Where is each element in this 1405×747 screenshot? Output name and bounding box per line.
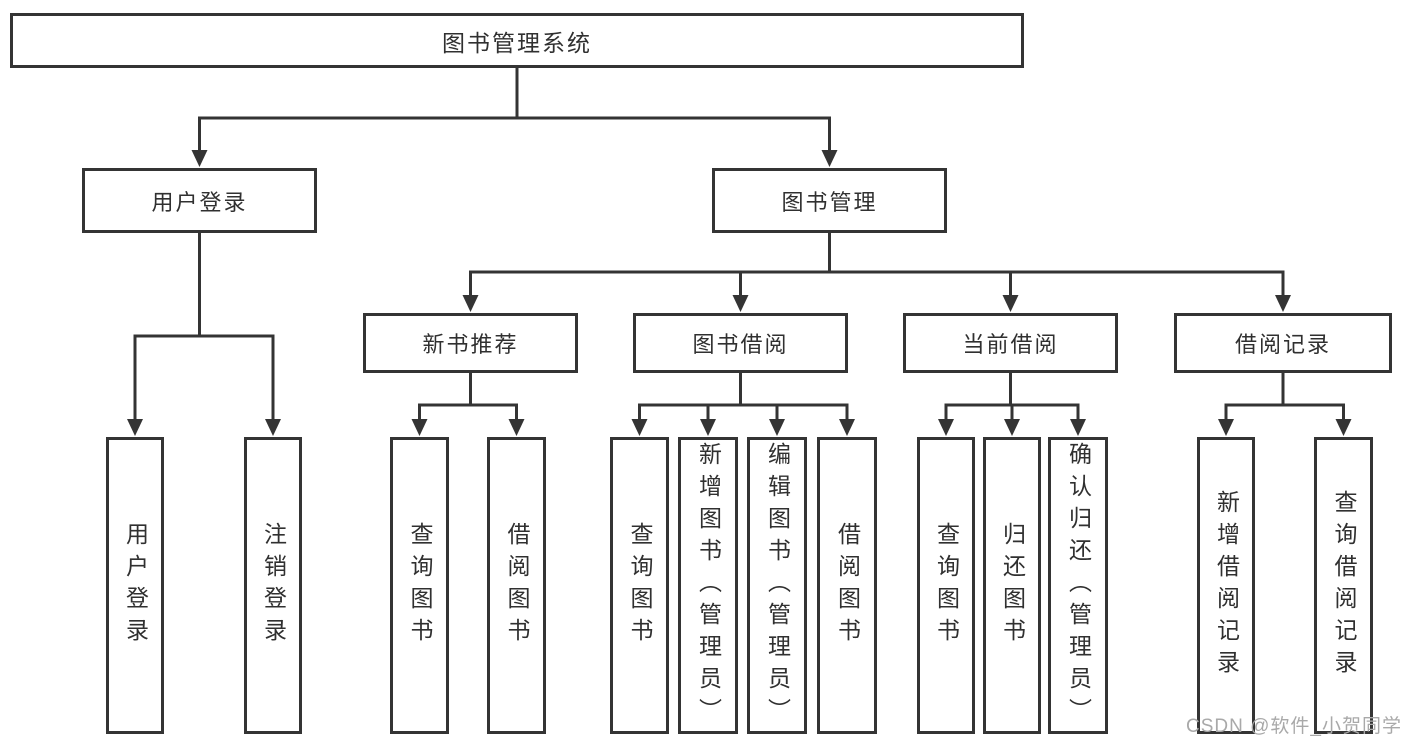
- leaf-confirm-return-admin-label: 确认归还（管理员）: [1065, 441, 1092, 730]
- watermark: CSDN @软件_小贺同学: [1186, 716, 1402, 737]
- leaf-add-borrow-record-label: 新增借阅记录: [1213, 489, 1240, 682]
- branch-current-borrow: [938, 373, 1086, 436]
- leaf-query-books-borrow-label: 查询图书: [627, 521, 653, 650]
- branch-borrow-records: [1218, 373, 1352, 436]
- node-current-borrow-label: 当前借阅: [962, 332, 1059, 357]
- branch-new-book-recommend: [411, 373, 525, 436]
- node-new-book-recommend-label: 新书推荐: [422, 332, 519, 357]
- leaf-query-borrow-record: 查询借阅记录: [1314, 437, 1373, 734]
- leaf-user-login-label: 用户登录: [122, 521, 149, 650]
- leaf-logout-login: 注销登录: [244, 437, 302, 734]
- node-current-borrow: 当前借阅: [903, 313, 1118, 373]
- node-user-login: 用户登录: [82, 168, 317, 233]
- branch-book-management: [462, 233, 1291, 312]
- node-book-borrow-label: 图书借阅: [692, 332, 789, 357]
- leaf-return-books-label: 归还图书: [999, 521, 1026, 650]
- leaf-edit-books-admin-label: 编辑图书（管理员）: [764, 441, 791, 730]
- leaf-return-books: 归还图书: [983, 437, 1041, 734]
- leaf-query-books-current-label: 查询图书: [933, 521, 960, 650]
- node-book-management: 图书管理: [712, 168, 947, 233]
- node-new-book-recommend: 新书推荐: [363, 313, 578, 373]
- node-root-label: 图书管理系统: [442, 29, 592, 56]
- leaf-query-books-recommend: 查询图书: [390, 437, 449, 734]
- leaf-user-login: 用户登录: [106, 437, 164, 734]
- node-borrow-records-label: 借阅记录: [1234, 332, 1331, 357]
- branch-book-borrow: [631, 373, 855, 436]
- leaf-query-books-recommend-label: 查询图书: [407, 521, 433, 650]
- branch-user-login: [127, 233, 281, 436]
- node-borrow-records: 借阅记录: [1174, 313, 1392, 373]
- leaf-add-borrow-record: 新增借阅记录: [1197, 437, 1255, 734]
- leaf-add-books-admin: 新增图书（管理员）: [678, 437, 738, 734]
- node-book-borrow: 图书借阅: [633, 313, 848, 373]
- node-user-login-label: 用户登录: [151, 189, 248, 215]
- leaf-query-books-current: 查询图书: [917, 437, 975, 734]
- leaf-query-borrow-record-label: 查询借阅记录: [1331, 489, 1357, 682]
- leaf-logout-login-label: 注销登录: [260, 521, 287, 650]
- node-book-management-label: 图书管理: [781, 189, 878, 215]
- leaf-borrow-books-label: 借阅图书: [834, 521, 861, 650]
- leaf-borrow-books-recommend-label: 借阅图书: [504, 521, 530, 650]
- node-root: 图书管理系统: [10, 13, 1024, 68]
- leaf-edit-books-admin: 编辑图书（管理员）: [747, 437, 807, 734]
- leaf-borrow-books: 借阅图书: [817, 437, 877, 734]
- leaf-borrow-books-recommend: 借阅图书: [487, 437, 546, 734]
- branch-root: [191, 68, 838, 167]
- leaf-confirm-return-admin: 确认归还（管理员）: [1048, 437, 1108, 734]
- leaf-query-books-borrow: 查询图书: [610, 437, 669, 734]
- leaf-add-books-admin-label: 新增图书（管理员）: [695, 441, 722, 730]
